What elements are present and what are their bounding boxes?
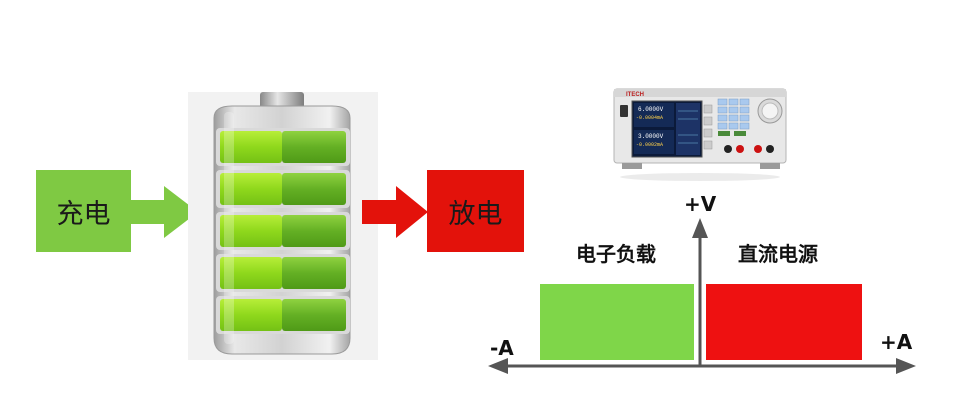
- svg-text:-0.0002mA: -0.0002mA: [636, 142, 663, 148]
- charge-box: 充电: [36, 170, 131, 252]
- charge-label: 充电: [56, 198, 111, 230]
- battery-icon: [213, 92, 351, 355]
- right-region-label: 直流电源: [738, 242, 818, 266]
- left-region-electronic-load: [540, 284, 694, 360]
- x-neg-label: -A: [490, 336, 514, 360]
- x-pos-label: +A: [880, 330, 913, 354]
- right-region-dc-supply: [706, 284, 862, 360]
- discharge-box: 放电: [427, 170, 524, 252]
- left-region-label: 电子负载: [576, 242, 656, 266]
- discharge-label: 放电: [448, 198, 503, 230]
- svg-text:-0.0004mA: -0.0004mA: [636, 115, 663, 121]
- battery-cells: [216, 128, 350, 334]
- charge-arrow: [130, 186, 198, 238]
- battery-simulator-device: ITECH 6.0000V -0.0004mA 3.0000V -0.0002m…: [613, 88, 787, 181]
- svg-text:ITECH: ITECH: [626, 92, 644, 98]
- y-axis-label: +V: [684, 192, 717, 216]
- svg-text:3.0000V: 3.0000V: [638, 133, 664, 140]
- svg-text:6.0000V: 6.0000V: [638, 106, 664, 113]
- discharge-arrow: [362, 186, 428, 238]
